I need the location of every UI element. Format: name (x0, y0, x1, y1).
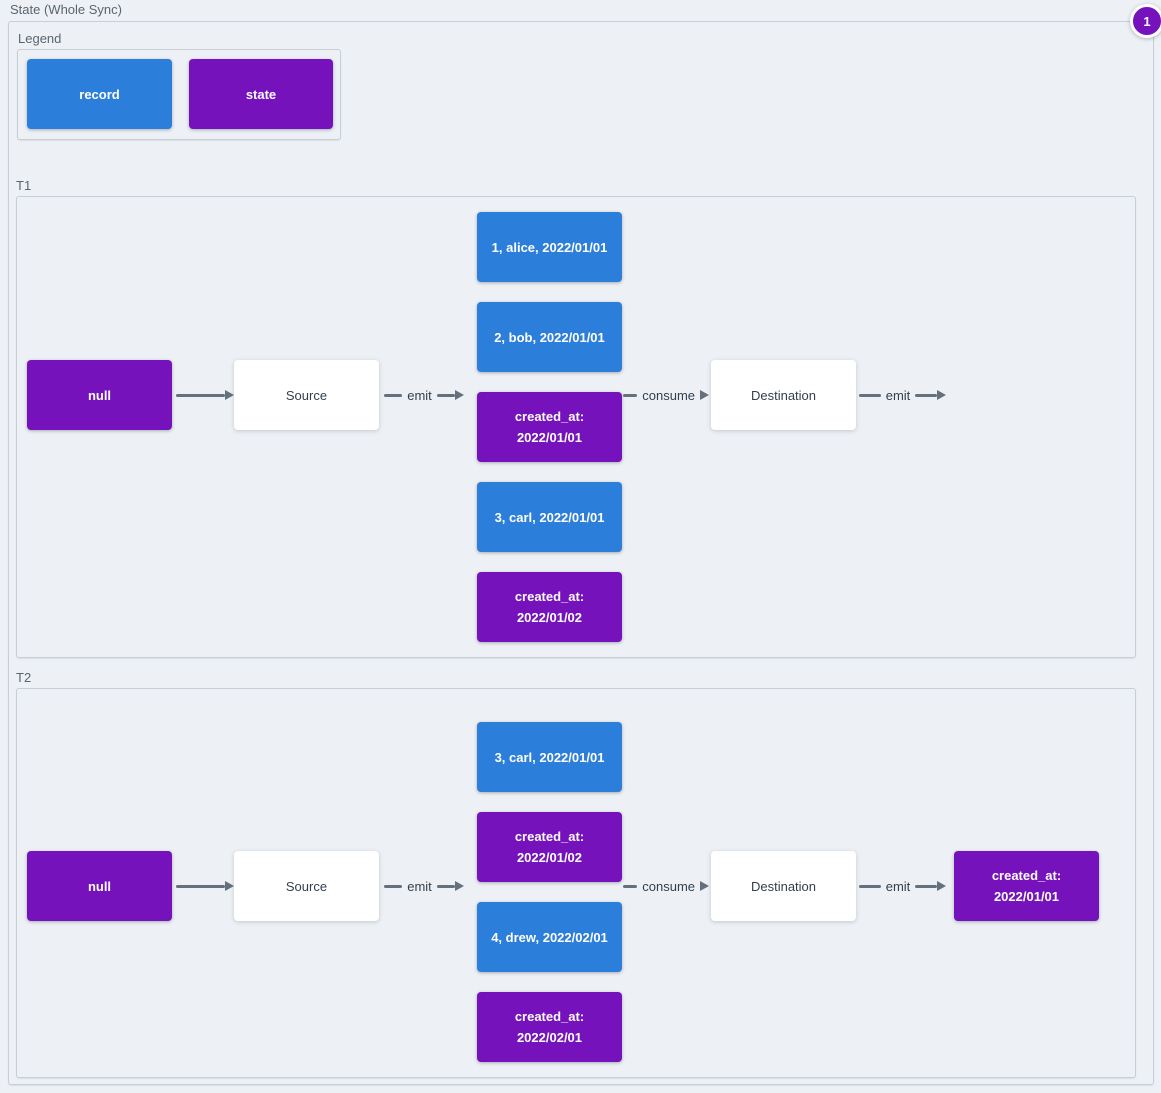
t2-label: T2 (16, 670, 32, 685)
outer-container: Legend record state T1 null Source emit … (8, 21, 1154, 1085)
arrowhead-icon (455, 390, 464, 400)
t1-emit-out-arrow: emit (859, 387, 946, 403)
arrow-line (859, 393, 881, 397)
arrowhead-icon (937, 881, 946, 891)
t1-record-box: 1, alice, 2022/01/01 (477, 212, 622, 282)
t2-emit-arrow: emit (384, 878, 464, 894)
t2-destination-box: Destination (711, 851, 856, 921)
arrow-line (436, 884, 455, 888)
arrow-line (176, 393, 225, 397)
arrowhead-icon (455, 881, 464, 891)
t2-state-box: created_at: 2022/02/01 (477, 992, 622, 1062)
consume-arrow-label: consume (642, 878, 695, 894)
t1-destination-box: Destination (711, 360, 856, 430)
t2-emit-out-arrow: emit (859, 878, 946, 894)
arrow-line (436, 393, 455, 397)
arrow-line (623, 393, 638, 397)
emit-arrow-label: emit (407, 878, 432, 894)
t2-emitted-state-box: created_at: 2022/01/01 (954, 851, 1099, 921)
t1-state-box: created_at: 2022/01/01 (477, 392, 622, 462)
t2-consume-arrow: consume (623, 878, 709, 894)
t2-source-box: Source (234, 851, 379, 921)
t1-emit-arrow: emit (384, 387, 464, 403)
t1-consume-arrow: consume (623, 387, 709, 403)
t1-state-box: created_at: 2022/01/02 (477, 572, 622, 642)
legend-label: Legend (18, 31, 62, 46)
t2-container: null Source emit 3, carl, 2022/01/01 cre… (16, 688, 1136, 1078)
t2-null-state-box: null (27, 851, 172, 921)
legend-state-box: state (189, 59, 333, 129)
t2-null-to-source-arrow (176, 878, 234, 894)
emit-arrow-label: emit (885, 878, 911, 894)
arrow-line (859, 884, 881, 888)
arrow-line (384, 884, 403, 888)
t2-record-box: 4, drew, 2022/02/01 (477, 902, 622, 972)
arrowhead-icon (225, 390, 234, 400)
step-1-badge: 1 (1130, 4, 1161, 38)
arrow-line (176, 884, 225, 888)
arrow-line (384, 393, 403, 397)
consume-arrow-label: consume (642, 387, 695, 403)
arrowhead-icon (700, 881, 709, 891)
t1-label: T1 (16, 178, 32, 193)
t1-source-box: Source (234, 360, 379, 430)
legend-container: record state (17, 49, 341, 140)
arrowhead-icon (700, 390, 709, 400)
t1-null-to-source-arrow (176, 387, 234, 403)
t2-state-box: created_at: 2022/01/02 (477, 812, 622, 882)
arrow-line (623, 884, 638, 888)
arrowhead-icon (225, 881, 234, 891)
legend-record-box: record (27, 59, 172, 129)
page-title: State (Whole Sync) (10, 2, 122, 17)
t1-container: null Source emit 1, alice, 2022/01/01 2,… (16, 196, 1136, 658)
emit-arrow-label: emit (885, 387, 911, 403)
emit-arrow-label: emit (407, 387, 432, 403)
t1-null-state-box: null (27, 360, 172, 430)
t2-record-box: 3, carl, 2022/01/01 (477, 722, 622, 792)
arrow-line (915, 884, 937, 888)
t1-record-box: 2, bob, 2022/01/01 (477, 302, 622, 372)
arrow-line (915, 393, 937, 397)
t1-record-box: 3, carl, 2022/01/01 (477, 482, 622, 552)
arrowhead-icon (937, 390, 946, 400)
